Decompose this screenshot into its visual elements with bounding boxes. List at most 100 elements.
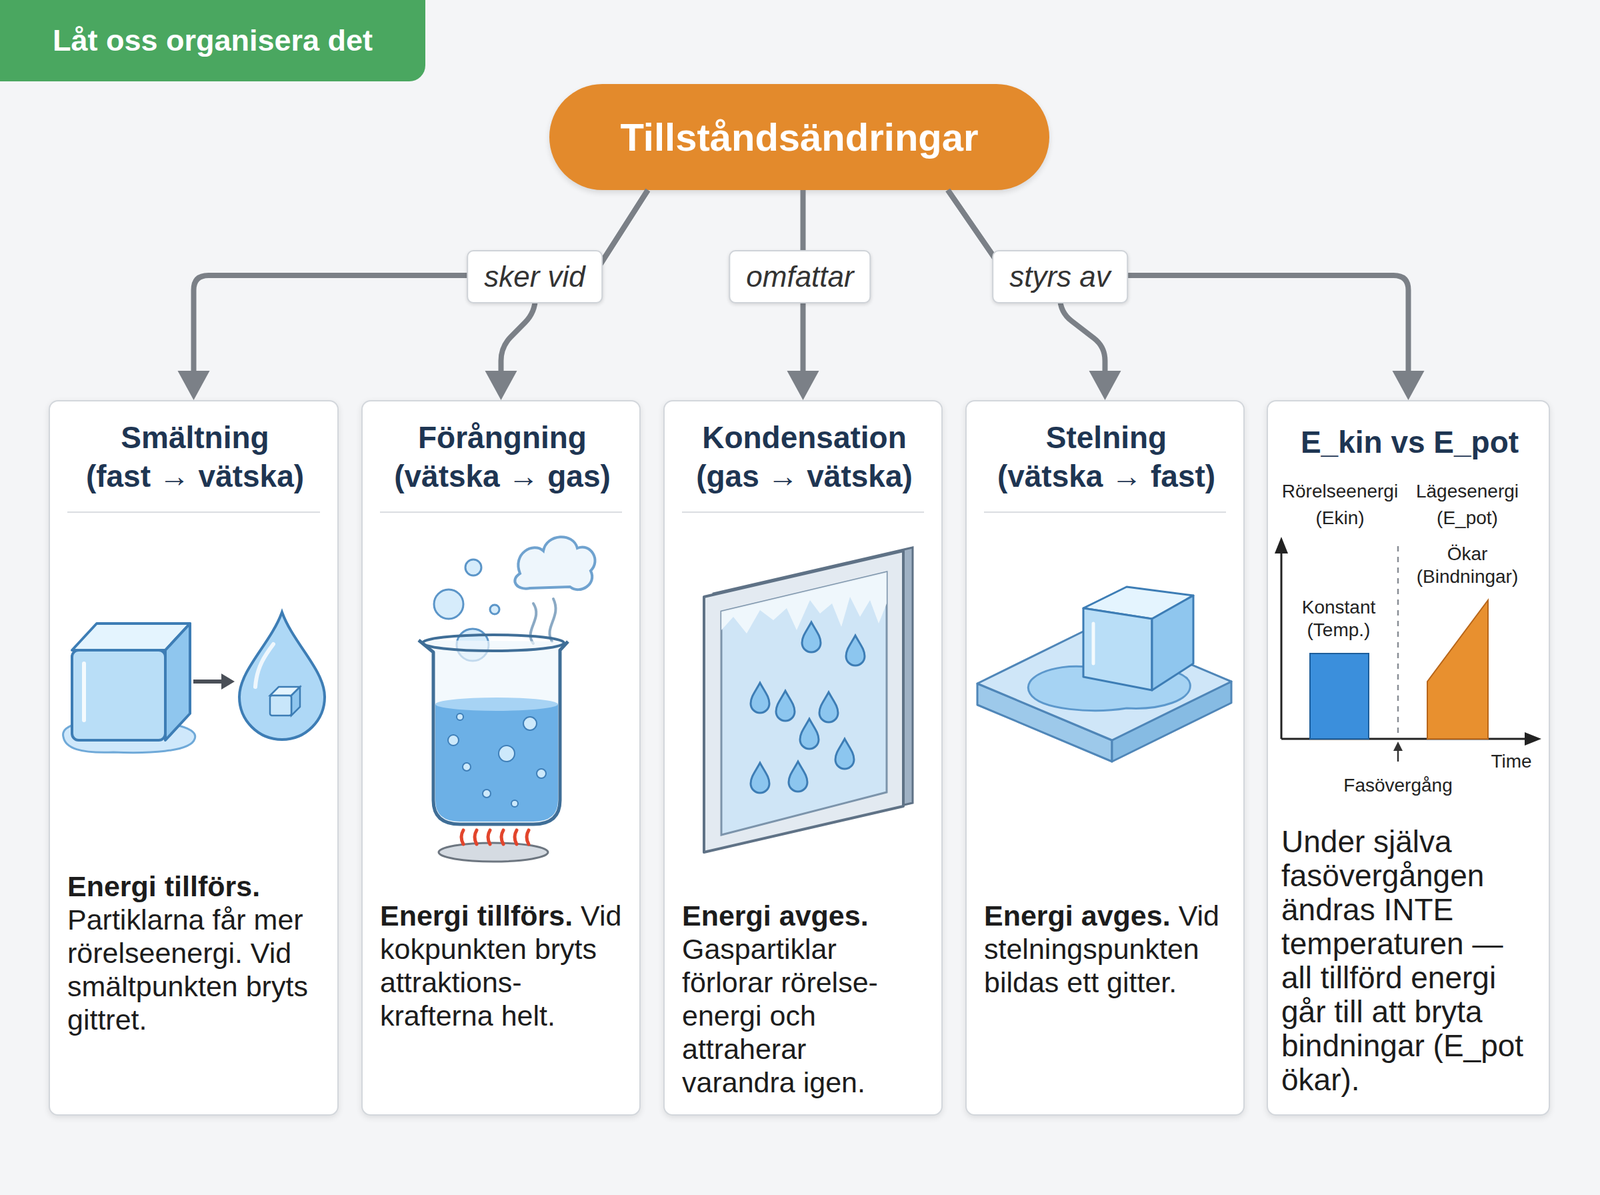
kinetic-bar — [1310, 653, 1369, 739]
process-arrow-head — [221, 673, 235, 690]
connector-line — [948, 190, 1409, 375]
potential-bar — [1427, 600, 1488, 739]
chart-label: Ökar (Bindningar) — [1404, 542, 1531, 588]
card-heading: E_kin vs E_pot — [1300, 424, 1519, 460]
small-cube-front — [270, 695, 292, 716]
water-puddle — [1028, 664, 1190, 710]
beaker-rim — [422, 634, 564, 651]
chart-label: Rörelseenergi — [1273, 480, 1407, 503]
lead-text: Energi tillförs. — [380, 898, 573, 932]
water-droplet — [788, 761, 808, 792]
x-axis — [1281, 738, 1527, 740]
lead-text: Energi avges. — [682, 898, 869, 932]
chart-label: Lägesenergi — [1407, 480, 1528, 503]
water-droplet — [750, 762, 770, 793]
water-droplet — [819, 692, 838, 722]
state-card: Förångning(vätska → gas) Energi tillförs.… — [361, 400, 641, 1116]
bubble — [462, 762, 471, 771]
drop-highlight — [255, 644, 274, 687]
card-subheading: (gas → vätska) — [696, 458, 913, 494]
connector-line — [194, 190, 648, 375]
frost — [721, 572, 887, 634]
card-heading: Stelning — [1046, 420, 1167, 455]
text-block: Energi avges.Vid stelningspunkten bildas… — [984, 898, 1229, 999]
condensation-illustration — [704, 547, 913, 852]
ice-slab-top — [977, 624, 1232, 740]
card-heading: Förångning — [418, 420, 587, 455]
small-cube-top — [270, 686, 300, 696]
window-depth — [713, 547, 913, 849]
lead-text: Energi tillförs. — [67, 869, 260, 903]
text-block: Energi tillförs.Partiklarna får mer röre… — [67, 869, 323, 1036]
bubble — [511, 800, 518, 807]
card-divider — [984, 511, 1226, 513]
ice-highlight — [1092, 623, 1096, 664]
bubble — [536, 768, 546, 778]
water-droplet — [750, 682, 770, 713]
text-block: (gas → vätska) — [664, 456, 944, 496]
ice-cube-top — [1083, 586, 1194, 619]
phase-pointer-head — [1393, 741, 1403, 751]
state-card: Kondensation(gas → vätska) Energi avges.G… — [663, 400, 943, 1116]
x-axis-head — [1524, 732, 1542, 746]
text-block: Energi avges.Gaspartiklar förlorar rörel… — [682, 898, 927, 1099]
body-text: Gaspartiklar förlorar rörelse-energi och… — [682, 932, 878, 1098]
process-arrow — [193, 679, 224, 684]
ice-cube-side — [165, 623, 190, 740]
phase-divider — [1397, 546, 1400, 735]
ice-cube-top — [72, 623, 190, 650]
arrow-head — [485, 370, 518, 400]
card-subheading: (vätska → gas) — [394, 458, 611, 494]
bubble — [523, 716, 537, 730]
bubble — [490, 604, 500, 614]
text-block: Förångning — [362, 418, 642, 457]
steam-wisp — [530, 603, 537, 644]
flame — [461, 830, 464, 844]
text-block: E_kin vs E_pot — [1268, 422, 1552, 462]
chart-label: (E_pot) — [1407, 506, 1528, 530]
window-glass — [721, 572, 887, 835]
chart-label: Konstant (Temp.) — [1288, 596, 1389, 642]
card-heading: Kondensation — [702, 420, 907, 455]
bubble — [498, 745, 515, 762]
state-card: Smältning(fast → vätska) Energi tillförs.… — [48, 400, 339, 1116]
chart-label: Fasövergång — [1331, 774, 1465, 797]
text-block: (vätska → gas) — [362, 456, 642, 496]
text-block: (fast → vätska) — [50, 456, 340, 496]
water-puddle — [63, 721, 196, 753]
water-droplet — [776, 690, 795, 721]
card-divider — [380, 511, 622, 513]
topic-title: Tillståndsändringar — [620, 114, 978, 160]
card-divider — [682, 511, 924, 513]
connector — [178, 190, 648, 400]
water-droplet — [835, 738, 854, 769]
ice-slab-side — [977, 683, 1112, 762]
card-divider — [67, 511, 320, 513]
text-block: Smältning — [50, 418, 340, 457]
card-subheading: (vätska → fast) — [997, 458, 1216, 494]
flame — [474, 830, 477, 844]
text-block: Under själva fasövergången ändras INTE t… — [1281, 824, 1538, 1097]
flame — [488, 830, 490, 844]
phase-pointer — [1397, 748, 1400, 762]
water-droplet — [802, 622, 821, 652]
y-axis — [1280, 550, 1283, 739]
ice-cube-front — [72, 650, 166, 740]
bubble — [482, 789, 491, 798]
flame — [526, 830, 529, 844]
section-tag: Låt oss organisera det — [0, 0, 426, 82]
bubble — [456, 713, 464, 720]
chart-label: (Ekin) — [1273, 506, 1407, 530]
arrow-head — [1089, 370, 1122, 400]
edge-label: omfattar — [728, 250, 871, 304]
card-heading: Smältning — [120, 420, 269, 455]
burner — [438, 842, 548, 862]
water-drop — [239, 612, 325, 740]
text-block: Tillståndsändringar — [549, 84, 1050, 190]
beaker-water — [435, 704, 558, 822]
text-block: Stelning — [966, 418, 1246, 457]
topic-pill: Tillståndsändringar — [549, 84, 1050, 190]
tag-label: Låt oss organisera det — [52, 23, 373, 58]
steam-wisp — [549, 598, 556, 642]
steam-cloud — [514, 536, 595, 590]
